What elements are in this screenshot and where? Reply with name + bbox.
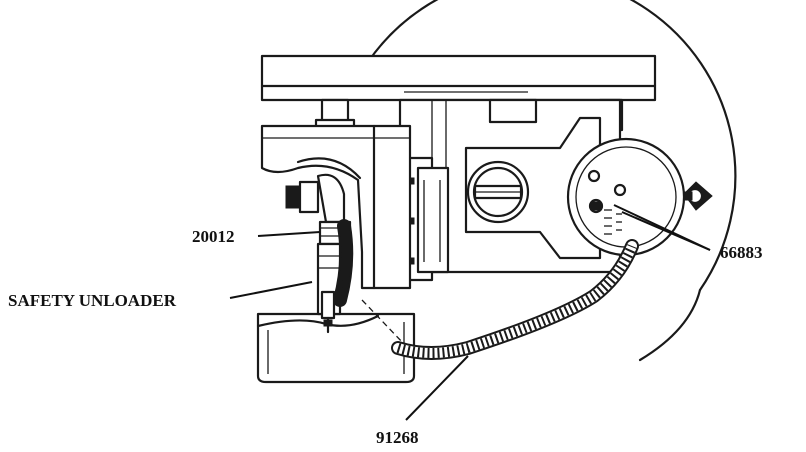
adapter-block xyxy=(464,116,602,260)
port-fitting-icon xyxy=(587,169,601,183)
hidden-line xyxy=(361,299,405,345)
bottom-cup xyxy=(256,312,416,384)
leader-20012 xyxy=(257,231,321,237)
fitting-20012 xyxy=(285,173,352,246)
internal-hose xyxy=(333,219,354,307)
callout-91268: 91268 xyxy=(376,428,419,447)
governor-disk xyxy=(566,137,713,257)
callout-66883: 66883 xyxy=(720,243,763,262)
callout-20012: 20012 xyxy=(192,227,235,246)
mounting-flange-arc xyxy=(366,0,737,292)
leader-safety-unloader xyxy=(229,281,313,299)
callout-safety-unloader: SAFETY UNLOADER xyxy=(8,291,177,310)
port-fitting-icon xyxy=(613,183,627,197)
braided-hose-91268 xyxy=(391,239,639,360)
c-frame-bracket xyxy=(260,124,412,290)
leader-91268 xyxy=(405,355,469,421)
leader-66883-b xyxy=(621,211,711,251)
top-plate xyxy=(260,54,657,132)
